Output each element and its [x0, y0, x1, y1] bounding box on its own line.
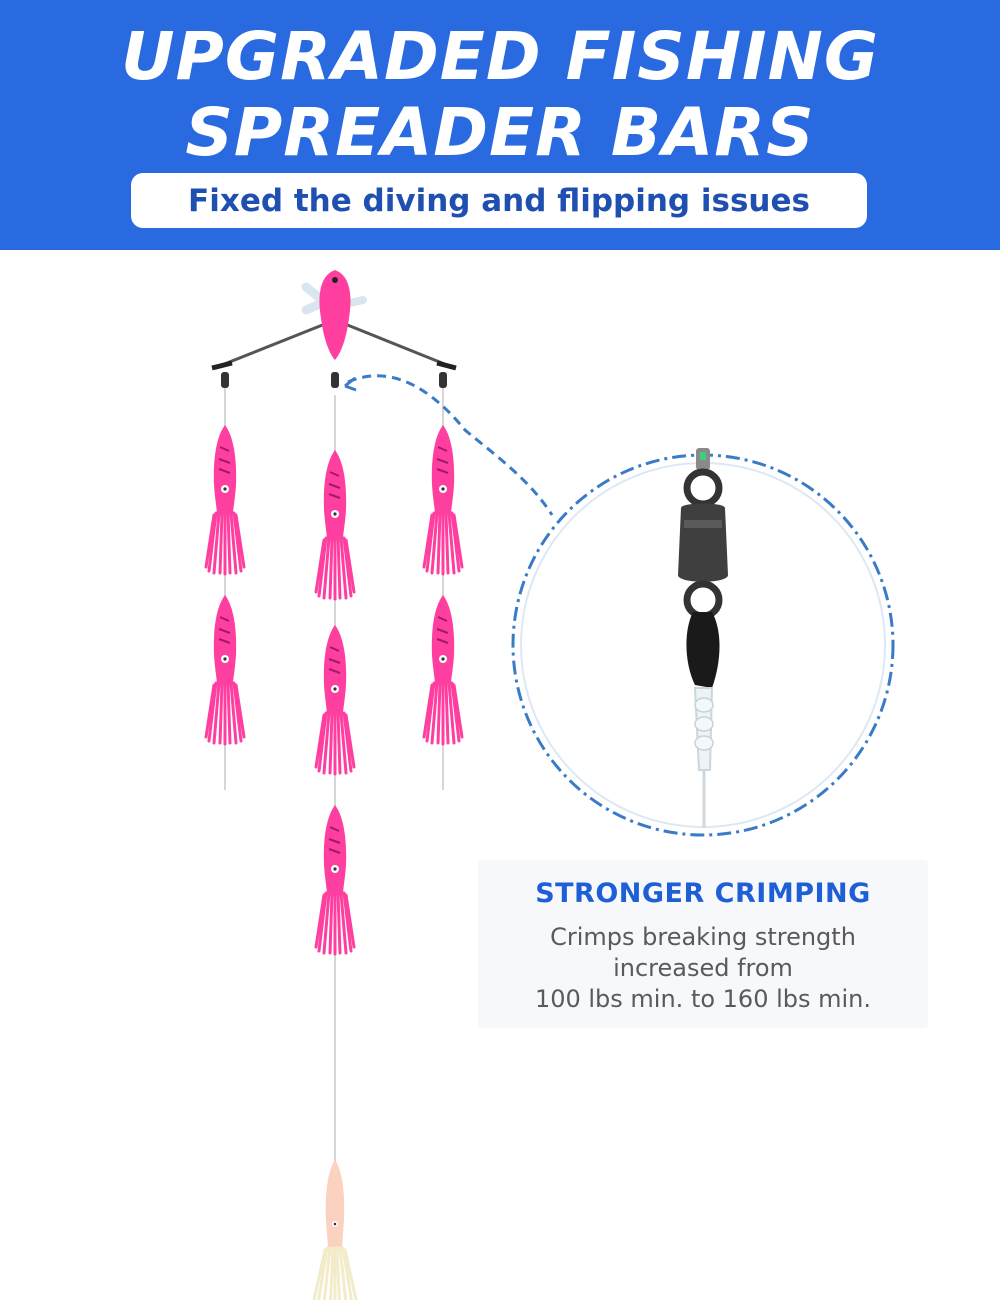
- subtitle-text: Fixed the diving and flipping issues: [188, 182, 810, 219]
- squid-lure-icon: [422, 423, 464, 576]
- header-banner: UPGRADED FISHING SPREADER BARS Fixed the…: [0, 0, 1000, 250]
- squid-lure-icon: [422, 593, 464, 746]
- callout-body-line: Crimps breaking strength: [550, 923, 856, 951]
- callout-body-line: increased from: [613, 954, 793, 982]
- callout-body: Crimps breaking strength increased from …: [478, 922, 928, 1015]
- headline-line-1: UPGRADED FISHING: [120, 18, 880, 95]
- headline-line-2: SPREADER BARS: [185, 94, 815, 171]
- squid-lure-icon: [204, 593, 246, 746]
- spreader-bar-illustration: [204, 270, 895, 1300]
- zoom-connector-arrow: [344, 374, 554, 516]
- squid-lure-icon: [204, 423, 246, 576]
- squid-lure-icon: [314, 803, 356, 956]
- squid-lure-icon: [314, 448, 356, 601]
- squid-lure-icon: [314, 623, 356, 776]
- callout-body-line: 100 lbs min. to 160 lbs min.: [534, 985, 872, 1013]
- bird-teaser-icon: [301, 270, 367, 360]
- spreader-wire: [211, 320, 457, 371]
- subtitle-pill: Fixed the diving and flipping issues: [131, 173, 867, 228]
- swivel-icon: [221, 372, 447, 388]
- glow-squid-icon: [311, 1158, 359, 1300]
- zoom-detail-circle: [511, 448, 895, 837]
- callout-title: STRONGER CRIMPING: [535, 878, 871, 909]
- feature-callout: STRONGER CRIMPING Crimps breaking streng…: [478, 860, 928, 1028]
